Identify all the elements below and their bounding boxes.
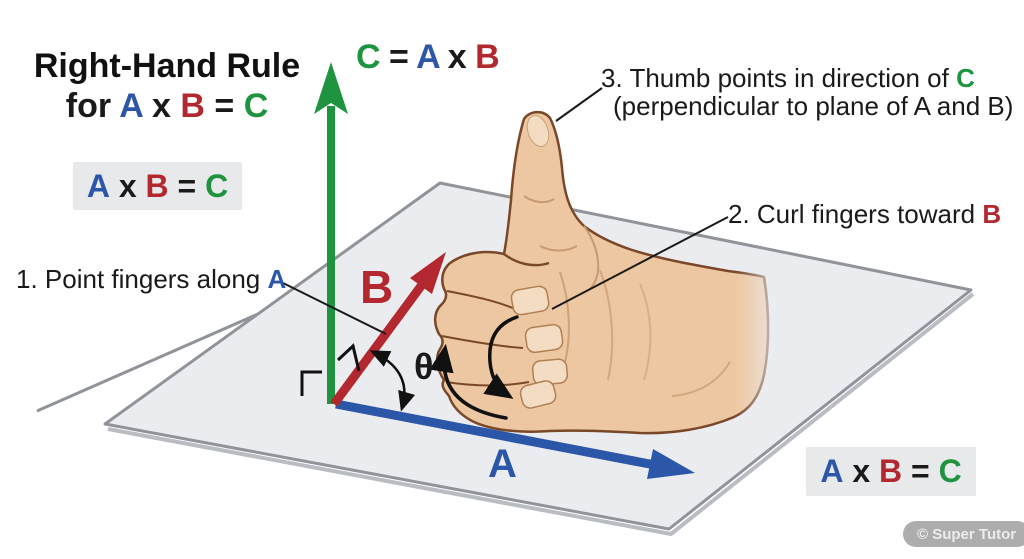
page-title: Right-Hand Rule for A x B = C — [22, 46, 312, 126]
annotation-step1: 1. Point fingers along A — [16, 264, 287, 294]
leader-line-step3 — [555, 87, 603, 122]
vector-a-arrow — [335, 399, 695, 479]
theta-label: θ — [414, 346, 434, 387]
vector-a-label: A — [488, 442, 517, 486]
fingernails — [510, 285, 569, 409]
thumbnail — [526, 114, 550, 148]
right-angle-marker-cb — [336, 343, 361, 372]
theta-angle-arc — [369, 350, 416, 412]
leader-line-step1 — [282, 282, 387, 335]
plane-shadow-edge — [107, 292, 975, 537]
vector-c-arrow — [314, 62, 348, 404]
right-angle-marker-left — [300, 370, 322, 396]
title-line1: Right-Hand Rule — [33, 47, 301, 85]
hand-illustration — [433, 110, 770, 435]
vector-b-label: B — [360, 261, 394, 313]
equation-c-equals-a-cross-b: C = A x B — [356, 38, 500, 76]
curl-arrow-left — [429, 343, 508, 420]
curl-arrow-fingers — [483, 315, 519, 399]
plane-edge-extension-line — [36, 312, 259, 413]
annotation-step3-line2: (perpendicular to plane of A and B) — [613, 91, 1014, 121]
vector-b-arrow — [330, 252, 446, 407]
watermark-badge: © Super Tutor — [903, 521, 1024, 547]
title-line2: for A x B = C — [65, 87, 269, 125]
annotation-step2: 2. Curl fingers toward B — [728, 199, 1002, 229]
leader-line-step2 — [551, 216, 729, 310]
formula-box-right: A x B = C — [806, 447, 976, 496]
annotation-step3: 3. Thumb points in direction of C(perpen… — [601, 63, 1014, 121]
formula-box-left: A x B = C — [73, 162, 242, 210]
